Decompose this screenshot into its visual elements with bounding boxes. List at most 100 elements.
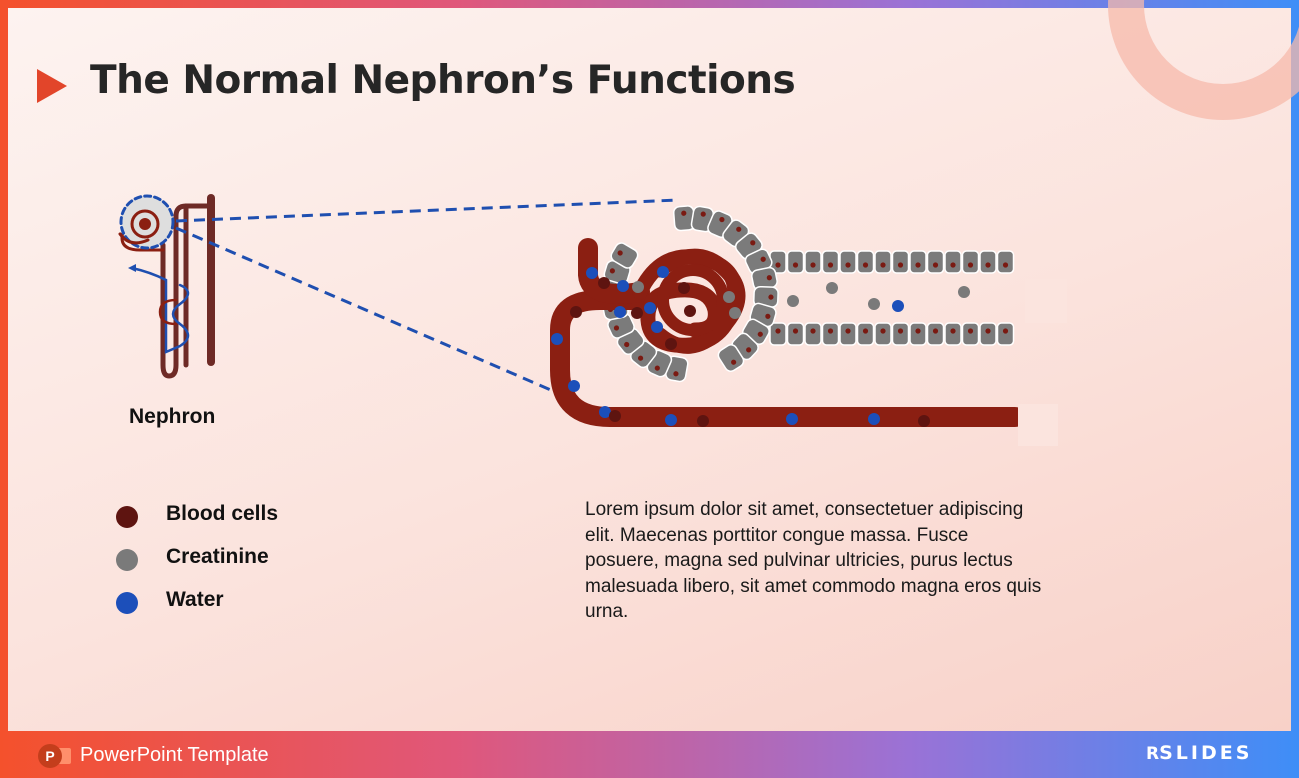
tubule-cell [909,322,927,346]
tubule-cell [926,322,945,346]
cell-nucleus [827,262,834,268]
cell-nucleus [792,262,799,268]
particle [868,298,880,310]
cell-nucleus [862,262,869,268]
particle [586,267,598,279]
particle [568,380,580,392]
particle [570,306,582,318]
cell-nucleus [827,328,834,334]
cell-nucleus [967,262,974,268]
cell-nucleus [985,328,991,334]
particle [644,302,656,314]
particle [599,406,611,418]
tubule-cell [804,250,822,274]
vessel-end-cap [1018,404,1058,446]
body-text: Lorem ipsum dolor sit amet, consectetuer… [585,499,1042,622]
cell-nucleus [1002,328,1009,334]
tubule-cell [821,322,840,346]
particle [787,295,799,307]
cell-nucleus [932,328,939,334]
water-dot-icon [116,592,138,614]
cell-nucleus [1002,262,1009,268]
particle [697,415,709,427]
particle [551,333,563,345]
particle [678,282,690,294]
tubule-wall-upper [769,250,1015,274]
cell-nucleus [932,262,939,268]
particle [729,307,741,319]
particle [631,307,643,319]
tubule-cell [979,322,997,346]
brand-rx: R [1146,744,1160,764]
cell-nucleus [967,328,974,334]
tubule-cell [821,250,840,274]
tubule-cell [909,250,927,274]
cell-nucleus [897,328,904,334]
tubule-cell [856,250,875,274]
cell-nucleus [950,262,956,268]
creatinine-dot-icon [116,549,138,571]
particle [651,321,663,333]
tubule-cell [944,322,962,346]
legend-label: Creatinine [166,545,269,568]
tubule-cell [839,250,857,274]
tubule-cell [786,322,805,346]
particle [826,282,838,294]
tubule-cell [996,322,1015,346]
particle [657,266,669,278]
particle [958,286,970,298]
cell-nucleus [880,328,886,334]
particle [598,277,610,289]
cell-nucleus [775,328,781,334]
tubule-cell [961,322,980,346]
brand-logo: RSLIDES [1146,742,1252,764]
cell-nucleus [915,328,921,334]
page-title: The Normal Nephron’s Functions [90,58,796,103]
tubule-cell [804,322,822,346]
particle [786,413,798,425]
cell-nucleus [845,328,851,334]
cell-nucleus [985,262,991,268]
cell-nucleus [810,328,816,334]
capsule-cell [610,242,639,269]
particle [609,410,621,422]
cell-nucleus [810,262,816,268]
particle [665,338,677,350]
tubule-cell [891,322,910,346]
zoom-line-bottom [175,226,575,402]
tubule-wall-lower [769,322,1015,346]
tubule-cell [786,250,805,274]
cell-nucleus [845,262,851,268]
particle [684,305,696,317]
glomerulus [632,248,746,354]
cell-nucleus [792,328,799,334]
title-arrow-icon [37,69,67,103]
footer-template-label: PowerPoint Template [80,744,269,766]
particle [617,280,629,292]
particle [868,413,880,425]
particles [551,266,970,427]
tubule-cell [926,250,945,274]
cell-nucleus [915,262,921,268]
tubule-cell [891,250,910,274]
tubule-cell [874,250,892,274]
particle [892,300,904,312]
capsule-cell [753,285,779,308]
cell-nucleus [775,262,781,268]
legend-label: Water [166,588,224,611]
particle [918,415,930,427]
nephron-icon [118,194,215,379]
tubule-end-cap [1025,279,1067,323]
tubule-cell [874,322,892,346]
cell-nucleus [862,328,869,334]
nephron-label: Nephron [129,405,216,428]
particle [632,281,644,293]
particle [614,306,626,318]
particle [723,291,735,303]
cell-nucleus [950,328,956,334]
cell-nucleus [880,262,886,268]
tubule-cell [856,322,875,346]
tubule-cell [961,250,980,274]
powerpoint-logo-icon: P [38,744,71,768]
